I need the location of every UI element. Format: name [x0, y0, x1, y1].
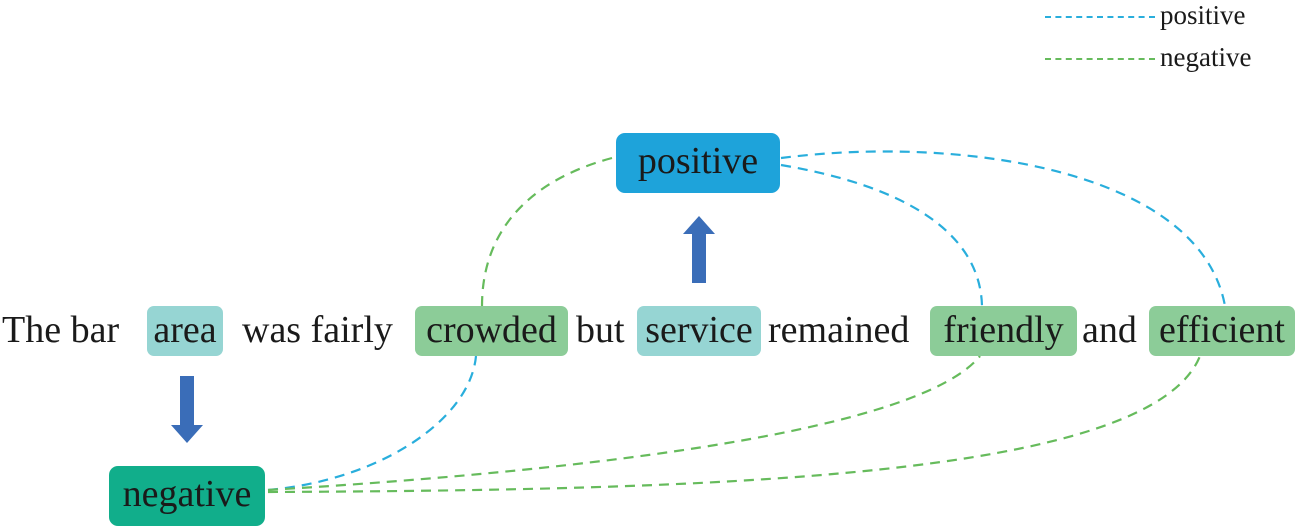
- link-negative-crowded: [267, 355, 478, 492]
- link-negative-efficient: [267, 355, 1202, 494]
- legend-line-negative: [1045, 58, 1155, 60]
- token-plain: but: [576, 309, 625, 351]
- arrow-up-icon: [683, 216, 715, 283]
- legend-line-positive: [1045, 16, 1155, 18]
- positive-node: positive: [616, 133, 780, 193]
- token-opinion-friendly: friendly: [930, 306, 1077, 356]
- token-opinion-efficient: efficient: [1149, 306, 1295, 356]
- link-negative-friendly: [267, 355, 981, 492]
- token-plain: remained: [768, 309, 910, 351]
- link-positive-crowded: [480, 156, 613, 307]
- link-positive-efficient: [780, 150, 1227, 307]
- legend-label: negative: [1160, 42, 1252, 72]
- token-aspect-area: area: [147, 306, 223, 356]
- legend-label: positive: [1160, 0, 1246, 30]
- negative-node: negative: [109, 466, 265, 526]
- token-opinion-crowded: crowded: [415, 306, 568, 356]
- token-plain: The bar: [2, 309, 120, 351]
- token-plain: was fairly: [242, 309, 393, 351]
- token-plain: and: [1082, 309, 1137, 351]
- token-aspect-service: service: [637, 306, 761, 356]
- link-positive-friendly: [780, 163, 984, 307]
- arrow-down-icon: [171, 376, 203, 443]
